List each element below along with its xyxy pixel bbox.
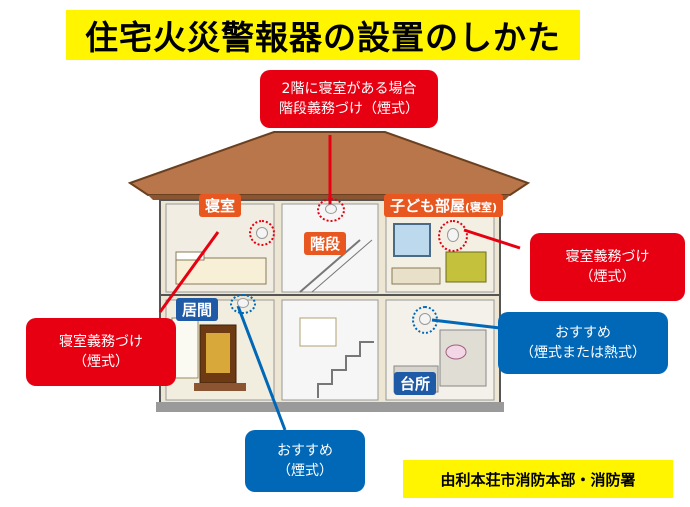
callout-kitchen: おすすめ （煙式または熱式） bbox=[498, 312, 668, 374]
room-label-bedroom: 寝室 bbox=[199, 194, 242, 217]
callout-child-room-line2: （煙式） bbox=[579, 269, 636, 285]
room-label-child-room-text: 子ども部屋 bbox=[390, 197, 466, 215]
living-detector-ring bbox=[230, 294, 256, 314]
callout-stairs-line2: 階段義務づけ（煙式） bbox=[279, 101, 419, 117]
child-room-detector-ring bbox=[438, 220, 468, 252]
callout-child-room: 寝室義務づけ （煙式） bbox=[530, 233, 685, 301]
callout-kitchen-line1: おすすめ bbox=[555, 325, 611, 341]
stairs-detector-ring bbox=[317, 198, 345, 222]
smoke-detector-icon bbox=[237, 298, 249, 308]
hall bbox=[281, 299, 379, 401]
room-label-stairs: 階段 bbox=[304, 232, 347, 255]
room-label-kitchen: 台所 bbox=[394, 372, 437, 395]
callout-stairs: 2階に寝室がある場合 階段義務づけ（煙式） bbox=[260, 70, 438, 128]
callout-living-line1: おすすめ bbox=[277, 443, 333, 459]
bedroom-detector-ring bbox=[249, 220, 275, 246]
smoke-detector-icon bbox=[256, 227, 268, 239]
window bbox=[393, 223, 431, 257]
low-table bbox=[194, 383, 246, 391]
callout-bedroom-line1: 寝室義務づけ bbox=[59, 334, 143, 350]
callout-living-line2: （煙式） bbox=[277, 463, 333, 479]
door-frame bbox=[299, 317, 337, 347]
pillow bbox=[175, 251, 205, 261]
smoke-detector-icon bbox=[447, 228, 459, 242]
callout-bedroom: 寝室義務づけ （煙式） bbox=[26, 318, 176, 386]
room-label-living: 居間 bbox=[176, 298, 219, 321]
room-label-child-room: 子ども部屋(寝室) bbox=[384, 194, 504, 217]
smoke-detector-icon bbox=[325, 204, 337, 214]
foundation bbox=[156, 402, 504, 412]
room-label-child-room-note: (寝室) bbox=[465, 201, 498, 214]
page-title: 住宅火災警報器の設置のしかた bbox=[66, 10, 580, 60]
desk bbox=[445, 251, 487, 283]
callout-kitchen-line2: （煙式または熱式） bbox=[520, 345, 646, 361]
callout-living: おすすめ （煙式） bbox=[245, 430, 365, 492]
callout-child-room-line1: 寝室義務づけ bbox=[565, 249, 650, 265]
kettle bbox=[445, 344, 467, 360]
shoji bbox=[171, 317, 199, 379]
fridge-area bbox=[439, 329, 487, 387]
issuer-label: 由利本荘市消防本部・消防署 bbox=[403, 460, 673, 498]
child-bed bbox=[391, 267, 441, 285]
callout-bedroom-line2: （煙式） bbox=[73, 354, 129, 370]
callout-stairs-line1: 2階に寝室がある場合 bbox=[281, 81, 417, 97]
heat-detector-icon bbox=[419, 313, 431, 325]
kitchen-detector-ring bbox=[412, 306, 438, 334]
